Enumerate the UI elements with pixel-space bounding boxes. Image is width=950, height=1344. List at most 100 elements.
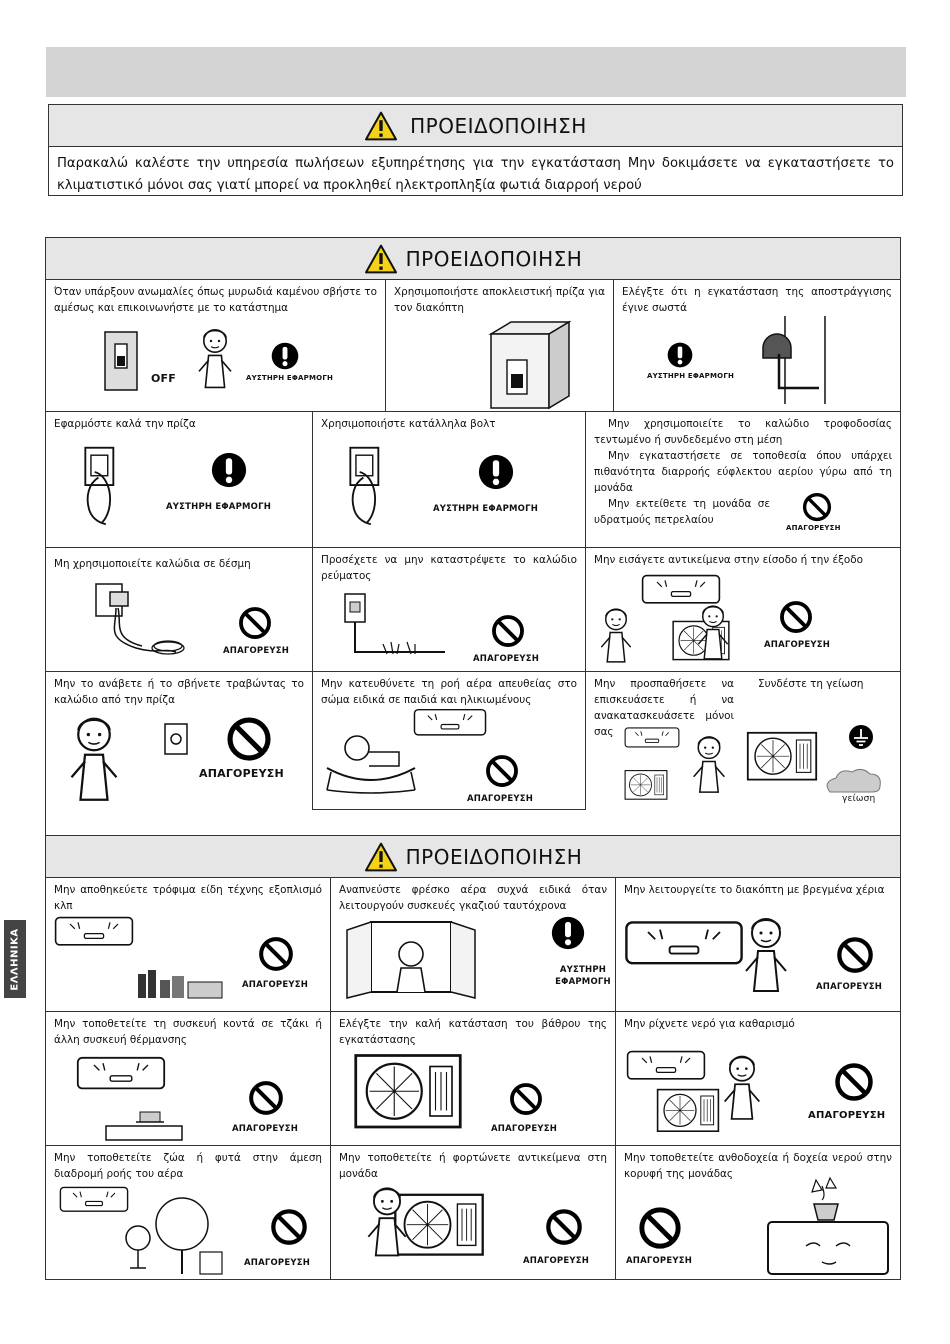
prohibited-label: ΑΠΑΓΟΡΕΥΣΗ bbox=[244, 1258, 311, 1268]
prohibited-label: ΑΠΑΓΟΡΕΥΣΗ bbox=[242, 980, 309, 990]
warning-triangle-icon bbox=[364, 244, 398, 274]
mandatory-label: ΑΥΣΤΗΡΗ ΕΦΑΡΜΟΓΗ bbox=[166, 502, 272, 512]
prohibited-label: ΑΠΑΓΟΡΕΥΣΗ bbox=[467, 794, 534, 804]
food-items-icon bbox=[138, 970, 223, 999]
girl-pulling-cord-icon bbox=[54, 712, 134, 802]
warning-cell: Εφαρμόστε καλά την πρίζα ΑΥΣΤΗΡΗ ΕΦΑΡΜΟΓ… bbox=[46, 412, 313, 548]
mandatory-label: ΑΥΣΤΗΡΗ ΕΦΑΡΜΟΓΗ bbox=[246, 374, 334, 382]
prohibited-icon bbox=[545, 1208, 583, 1246]
top-header-bar bbox=[46, 47, 906, 97]
language-label: ΕΛΛΗΝΙΚΑ bbox=[9, 927, 21, 991]
vase-on-unit-icon bbox=[767, 1176, 889, 1275]
wall-outlet-icon bbox=[164, 723, 188, 755]
indoor-unit-icon bbox=[54, 916, 134, 948]
warning-text: Όταν υπάρξουν ανωμαλίες όπως μυρωδιά καμ… bbox=[54, 286, 377, 314]
prohibited-icon bbox=[258, 936, 294, 972]
technician-icon bbox=[686, 726, 732, 800]
warning-text: Μην το ανάβετε ή το σβήνετε τραβώντας το… bbox=[54, 678, 304, 706]
prohibited-icon bbox=[226, 716, 272, 762]
prohibited-label: ΑΠΑΓΟΡΕΥΣΗ bbox=[473, 654, 540, 664]
damaged-cord-icon bbox=[344, 593, 445, 655]
prohibited-icon bbox=[802, 492, 832, 522]
warning-text: Μην τοποθετείτε τη συσκευή κοντά σε τζάκ… bbox=[54, 1018, 322, 1046]
ground-cloud-icon bbox=[826, 768, 881, 793]
warning-cell: Μην ρίχνετε νερό για καθαρισμό ΑΠΑΓΟΡΕΥΣ… bbox=[616, 1012, 900, 1146]
language-side-tab: ΕΛΛΗΝΙΚΑ bbox=[4, 920, 26, 998]
warning-cell: Μην το ανάβετε ή το σβήνετε τραβώντας το… bbox=[46, 672, 313, 810]
warning-text: Εφαρμόστε καλά την πρίζα bbox=[54, 418, 196, 430]
warning-text: Ελέγξτε ότι η εγκατάσταση της αποστράγγι… bbox=[622, 286, 892, 314]
prohibited-icon bbox=[836, 936, 874, 974]
section1-row-3: Μη χρησιμοποιείτε καλώδια σε δέσμη ΑΠΑΓΟ… bbox=[46, 548, 900, 672]
prohibited-icon bbox=[270, 1208, 308, 1246]
warning-cell: Μην χρησιμοποιείτε το καλώδιο τροφοδοσία… bbox=[586, 412, 900, 548]
hand-plug-icon bbox=[76, 440, 132, 532]
warning-text: Χρησιμοποιήστε κατάλληλα βολτ bbox=[321, 418, 496, 430]
warning-cell: Μην λειτουργείτε το διακόπτη με βρεγμένα… bbox=[616, 878, 900, 1012]
warning-triangle-icon bbox=[364, 842, 398, 872]
warning-text: Μην λειτουργείτε το διακόπτη με βρεγμένα… bbox=[624, 884, 885, 896]
prohibited-label: ΑΠΑΓΟΡΕΥΣΗ bbox=[808, 1110, 886, 1121]
indoor-unit-icon bbox=[626, 1048, 706, 1084]
section1-row-4: Μην το ανάβετε ή το σβήνετε τραβώντας το… bbox=[46, 672, 900, 810]
warning-cell: Προσέχετε να μην καταστρέψετε το καλώδιο… bbox=[313, 548, 586, 672]
warning-text: Προσέχετε να μην καταστρέψετε το καλώδιο… bbox=[321, 554, 577, 582]
warning-cell: Μην τοποθετείτε ανθοδοχεία ή δοχεία νερο… bbox=[616, 1146, 900, 1279]
warning-text: Μην τοποθετείτε ζώα ή φυτά στην άμεση δι… bbox=[54, 1152, 322, 1180]
warning-cell: Μη χρησιμοποιείτε καλώδια σε δέσμη ΑΠΑΓΟ… bbox=[46, 548, 313, 672]
breaker-switch-icon bbox=[104, 331, 138, 391]
prohibited-label: ΑΠΑΓΟΡΕΥΣΗ bbox=[199, 767, 284, 780]
open-window-icon bbox=[346, 921, 476, 999]
prohibited-label: ΑΠΑΓΟΡΕΥΣΗ bbox=[523, 1256, 590, 1266]
prohibited-label: ΑΠΑΓΟΡΕΥΣΗ bbox=[232, 1124, 299, 1134]
prohibited-label: ΑΠΑΓΟΡΕΥΣΗ bbox=[764, 640, 831, 650]
indoor-unit-icon bbox=[624, 726, 680, 750]
warning-text: Συνδέστε τη γείωση bbox=[758, 678, 864, 690]
prohibited-label: ΑΠΑΓΟΡΕΥΣΗ bbox=[491, 1124, 558, 1134]
section1-row-1: Όταν υπάρξουν ανωμαλίες όπως μυρωδιά καμ… bbox=[46, 280, 900, 412]
section1-row-2: Εφαρμόστε καλά την πρίζα ΑΥΣΤΗΡΗ ΕΦΑΡΜΟΓ… bbox=[46, 412, 900, 548]
warning-text: Χρησιμοποιήστε αποκλειστική πρίζα για το… bbox=[394, 286, 605, 314]
warning-text: Μη χρησιμοποιείτε καλώδια σε δέσμη bbox=[54, 558, 251, 570]
indoor-unit-icon bbox=[76, 1056, 166, 1092]
warning-text: Μην ρίχνετε νερό για καθαρισμό bbox=[624, 1018, 795, 1030]
warning-cell: Αναπνεύστε φρέσκο αέρα συχνά ειδικά όταν… bbox=[331, 878, 616, 1012]
outdoor-unit-icon bbox=[624, 768, 668, 804]
bundled-cord-icon bbox=[95, 583, 185, 655]
dedicated-breaker-icon bbox=[488, 320, 571, 410]
mandatory-label: ΑΥΣΤΗΡΗ ΕΦΑΡΜΟΓΗ bbox=[433, 504, 539, 514]
warning-text: Μην κατευθύνετε τη ροή αέρα απευθείας στ… bbox=[321, 678, 577, 706]
intro-warning-header: ΠΡΟΕΙΔΟΠΟΙΗΣΗ bbox=[49, 105, 902, 147]
warning-text: Μην χρησιμοποιείτε το καλώδιο τροφοδοσία… bbox=[594, 418, 892, 446]
warning-cell: Μην τοποθετείτε τη συσκευή κοντά σε τζάκ… bbox=[46, 1012, 331, 1146]
mandatory-icon bbox=[478, 454, 514, 490]
warning-cell: Μην κατευθύνετε τη ροή αέρα απευθείας στ… bbox=[313, 672, 586, 810]
section2-row-3: Μην τοποθετείτε ζώα ή φυτά στην άμεση δι… bbox=[46, 1146, 900, 1279]
mandatory-label: ΑΥΣΤΗΡΗ ΕΦΑΡΜΟΓΗ bbox=[555, 965, 611, 987]
intro-warning-box: ΠΡΟΕΙΔΟΠΟΙΗΣΗ Παρακαλώ καλέστε την υπηρε… bbox=[48, 104, 903, 196]
section1-title: ΠΡΟΕΙΔΟΠΟΙΗΣΗ bbox=[405, 246, 583, 271]
prohibited-label: ΑΠΑΓΟΡΕΥΣΗ bbox=[626, 1256, 693, 1266]
girl-with-plant-icon bbox=[716, 1046, 768, 1126]
gas-stove-icon bbox=[105, 1111, 183, 1141]
prohibited-icon bbox=[485, 754, 519, 788]
warning-text: Ελέγξτε την καλή κατάσταση του βάθρου τη… bbox=[339, 1018, 607, 1046]
warning-triangle-icon bbox=[364, 111, 398, 141]
prohibited-icon bbox=[491, 614, 525, 648]
warning-cell: Χρησιμοποιήστε αποκλειστική πρίζα για το… bbox=[386, 280, 614, 412]
prohibited-icon bbox=[509, 1082, 543, 1116]
warnings-box: ΠΡΟΕΙΔΟΠΟΙΗΣΗ Όταν υπάρξουν ανωμαλίες όπ… bbox=[45, 237, 901, 1280]
baby-in-cradle-icon bbox=[326, 735, 416, 794]
ground-label: γείωση bbox=[842, 794, 876, 804]
girl-sniffing-icon bbox=[191, 325, 239, 389]
mandatory-label: ΑΥΣΤΗΡΗ ΕΦΑΡΜΟΓΗ bbox=[647, 372, 735, 380]
indoor-unit-icon bbox=[413, 708, 487, 738]
warning-cell: Μην τοποθετείτε ή φορτώνετε αντικείμενα … bbox=[331, 1146, 616, 1279]
prohibited-label: ΑΠΑΓΟΡΕΥΣΗ bbox=[816, 982, 883, 992]
intro-warning-text: Παρακαλώ καλέστε την υπηρεσία πωλήσεων ε… bbox=[57, 156, 894, 193]
outdoor-unit-icon bbox=[746, 728, 818, 788]
intro-warning-title: ΠΡΟΕΙΔΟΠΟΙΗΣΗ bbox=[410, 113, 587, 138]
mandatory-icon bbox=[211, 452, 247, 488]
warning-text: Μην εκτείθετε τη μονάδα σε υδρατμούς πετ… bbox=[594, 498, 770, 526]
prohibited-icon bbox=[248, 1080, 284, 1116]
